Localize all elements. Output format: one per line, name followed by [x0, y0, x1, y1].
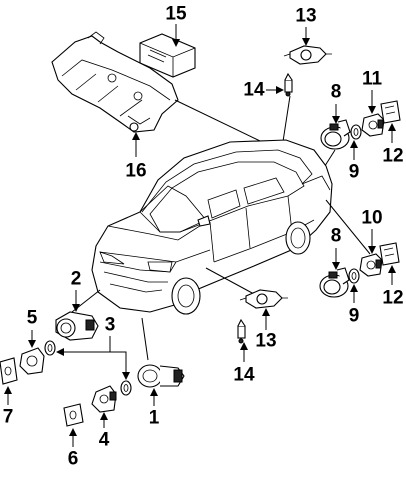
adhesive-pad-12-top [380, 100, 401, 124]
leader-13-bottom-to-car [205, 267, 255, 295]
sensor-holder-4 [91, 385, 117, 413]
rear-sensor-8-bottom [319, 267, 350, 298]
adhesive-pad-12-bottom [379, 242, 400, 266]
callout-8-bottom: 8 [330, 225, 342, 247]
leader-14-top-to-car [281, 95, 291, 149]
callout-16: 16 [125, 160, 147, 182]
sensor-ring-9-top [350, 124, 362, 140]
sensor-bracket-13-bottom [239, 289, 288, 309]
leader-1-to-car [141, 317, 149, 361]
leader-10-to-car [325, 199, 371, 255]
sensor-bracket-13-top [283, 45, 332, 65]
callout-13-top: 13 [295, 5, 317, 27]
callout-13-bottom: 13 [255, 330, 277, 352]
callout-6: 6 [67, 448, 79, 470]
sensor-ring-3-right [120, 380, 132, 396]
callout-14-top: 14 [243, 79, 265, 101]
sensor-holder-11 [361, 113, 385, 137]
callout-12-bottom: 12 [382, 287, 404, 309]
callout-15: 15 [165, 3, 187, 25]
callout-3: 3 [104, 314, 116, 336]
sensor-holder-10 [359, 253, 383, 277]
clip-14-top [284, 72, 293, 97]
sensor-holder-5 [19, 347, 45, 375]
vehicle-sedan [91, 139, 333, 315]
front-sensor-1 [137, 364, 185, 388]
callout-12-top: 12 [382, 145, 404, 167]
callout-4: 4 [98, 429, 110, 451]
callout-5: 5 [26, 307, 38, 329]
callout-14-bottom: 14 [233, 364, 255, 386]
callout-9-bottom: 9 [348, 305, 360, 327]
callout-7: 7 [2, 406, 14, 428]
sensor-ring-9-bottom [348, 268, 360, 284]
adhesive-pad-6 [63, 403, 84, 427]
callout-11: 11 [361, 68, 383, 90]
callout-2: 2 [70, 268, 82, 290]
rear-sensor-8-top [320, 119, 351, 150]
sensor-ring-3-left [44, 340, 56, 356]
leader-3-right [110, 351, 130, 380]
adhesive-pad-7 [0, 357, 18, 385]
callout-8-top: 8 [330, 81, 342, 103]
mounting-bracket-16 [51, 31, 179, 133]
front-sensor-2 [55, 311, 99, 341]
callout-10: 10 [361, 207, 383, 229]
callout-1: 1 [148, 407, 160, 429]
clip-14-bottom [237, 318, 246, 344]
callout-9-top: 9 [348, 161, 360, 183]
